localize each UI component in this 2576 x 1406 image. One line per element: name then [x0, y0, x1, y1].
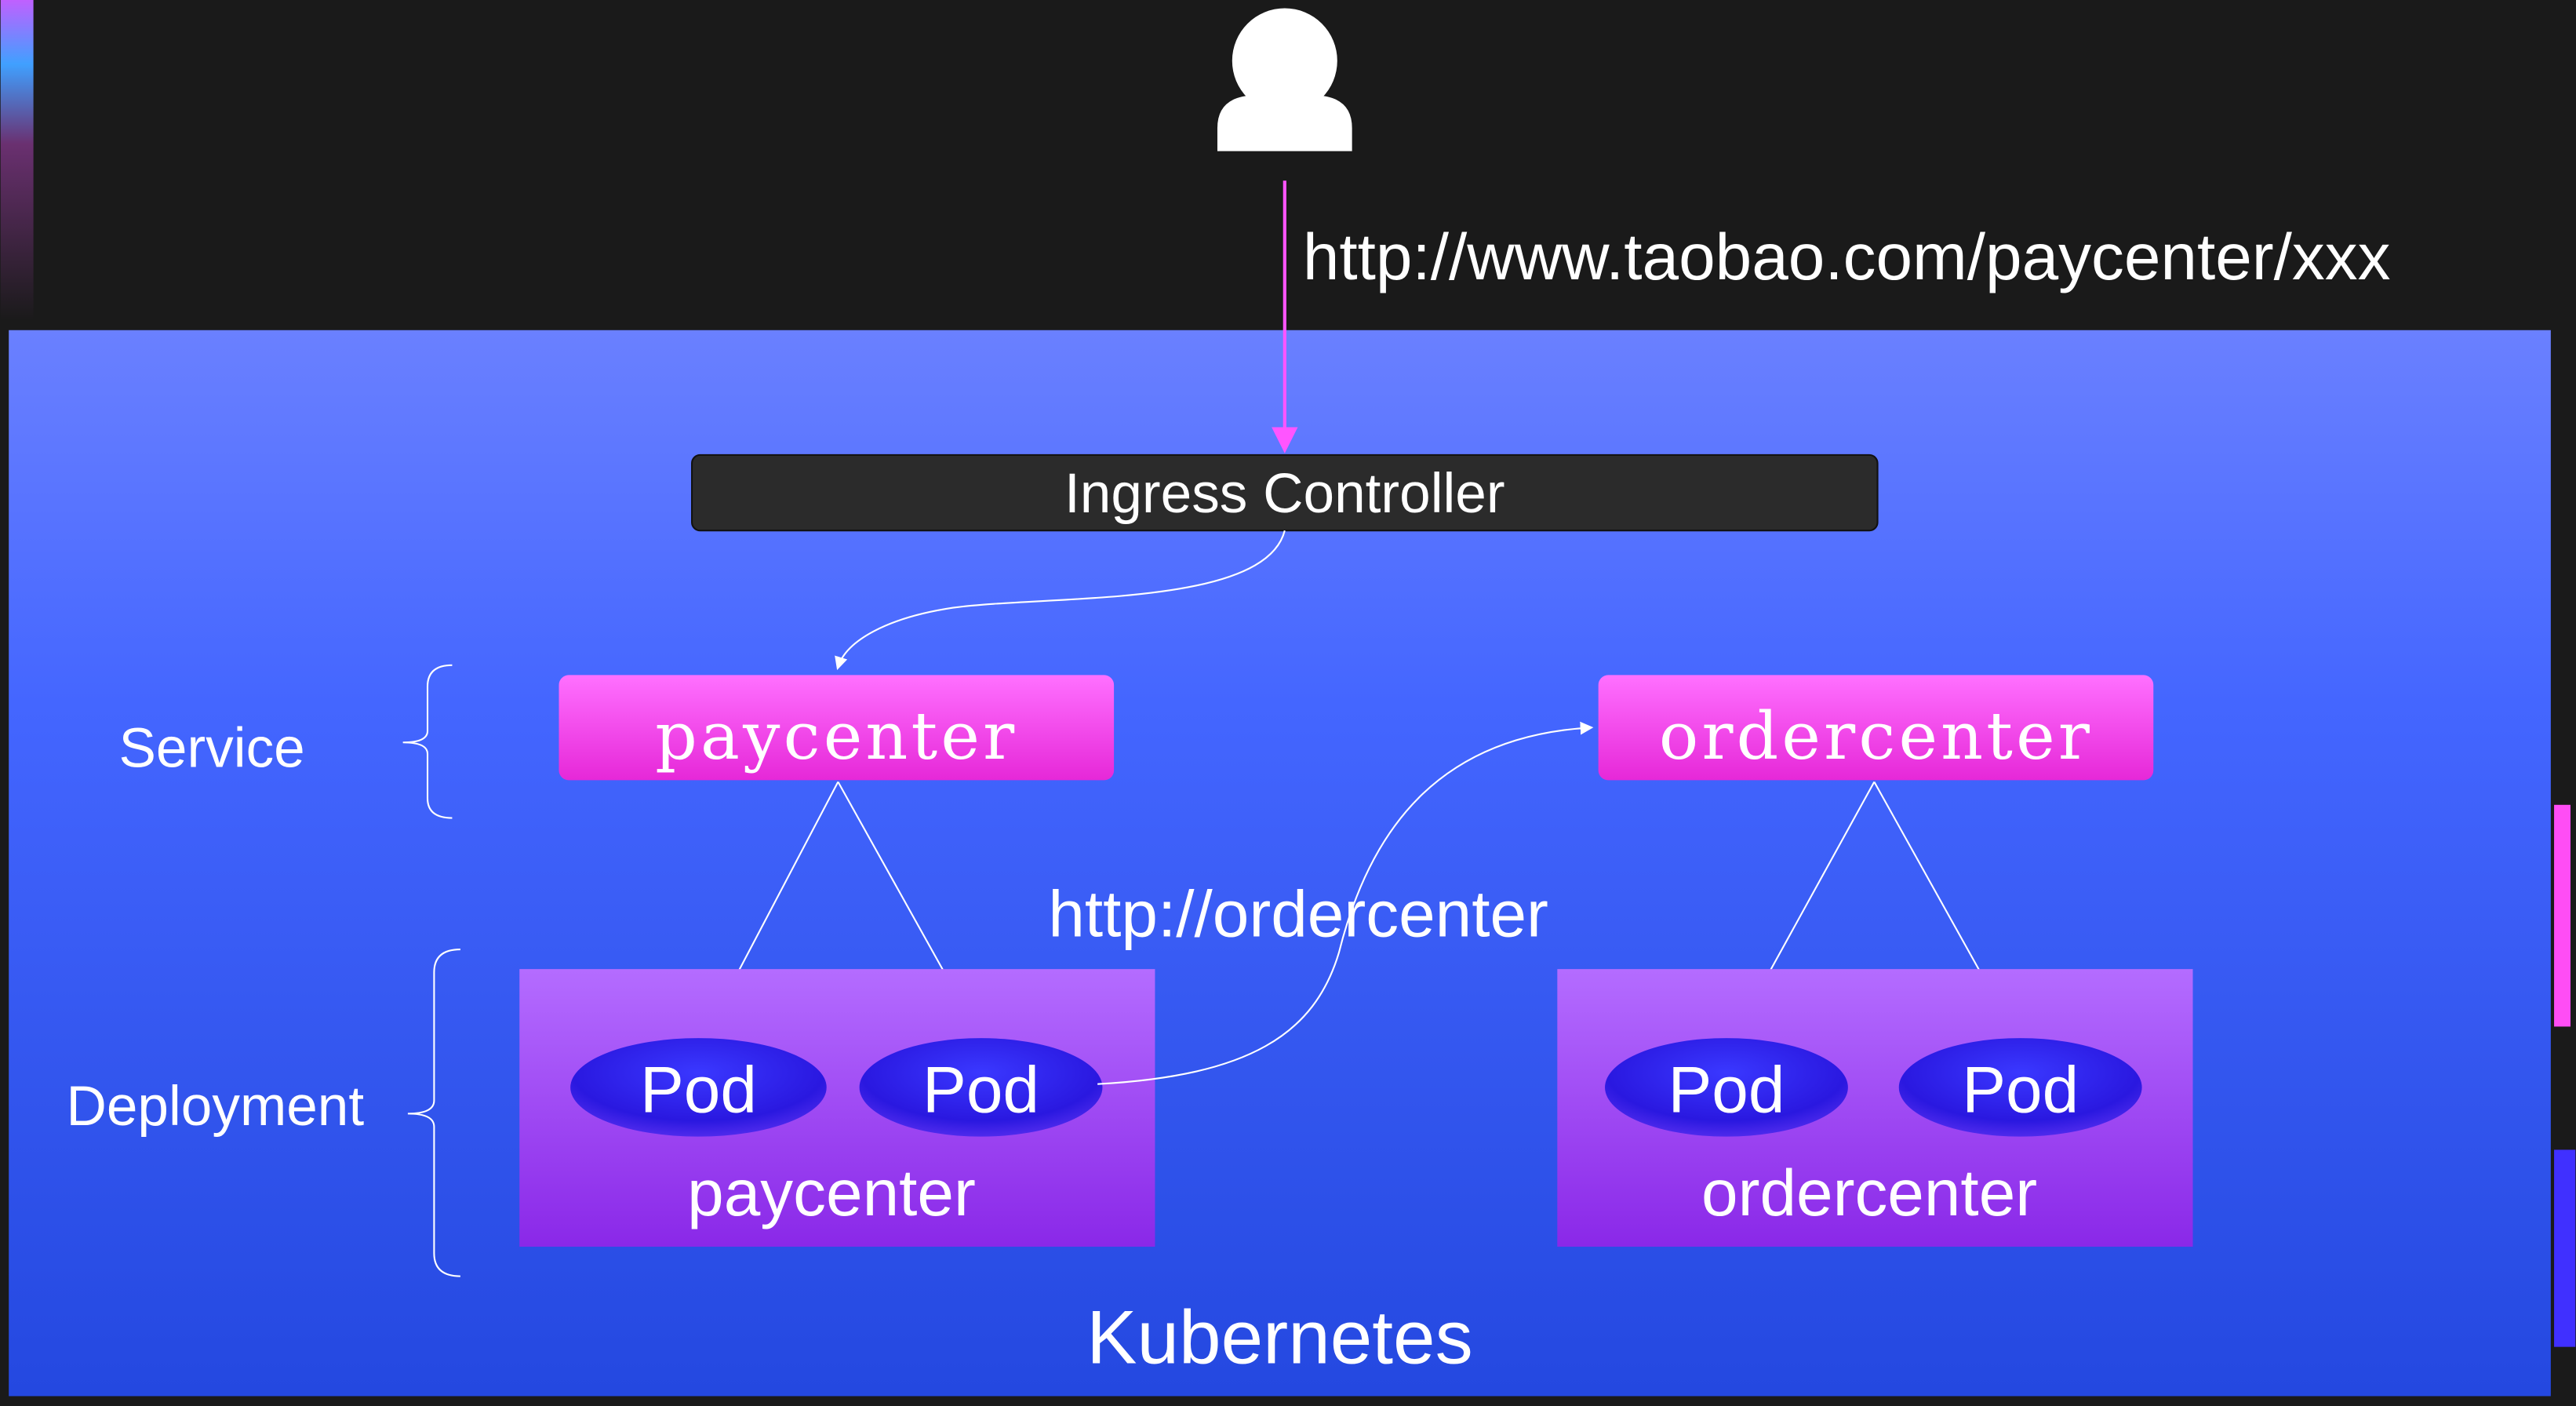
ingress-controller-label: Ingress Controller: [1064, 463, 1505, 525]
deployment-paycenter: Pod Pod paycenter: [519, 969, 1155, 1247]
user-icon: [1217, 8, 1352, 151]
deployment-bracket: [407, 948, 460, 1277]
deployment-label: Deployment: [66, 1076, 364, 1138]
deployment-name: ordercenter: [1701, 1156, 2037, 1229]
cluster-label: Kubernetes: [1086, 1296, 1472, 1380]
request-url: http://www.taobao.com/paycenter/xxx: [1303, 220, 2391, 293]
service-label: Service: [118, 718, 304, 780]
pod-label: Pod: [640, 1052, 757, 1126]
pod-label: Pod: [922, 1052, 1039, 1126]
service-bracket: [402, 664, 453, 819]
service-name: ordercenter: [1659, 698, 2093, 774]
ingress-to-paycenter-arrow: [835, 530, 1286, 670]
pod: [859, 1038, 1103, 1137]
ingress-controller: Ingress Controller: [691, 453, 1879, 532]
internal-url: http://ordercenter: [1048, 876, 1548, 950]
deployment-name: paycenter: [687, 1156, 976, 1229]
pod-to-ordercenter-arrow: [1097, 721, 1594, 1085]
decorative-strip-right: [2554, 804, 2571, 1027]
decorative-strip-left: [0, 0, 34, 321]
pod-label: Pod: [1668, 1052, 1785, 1126]
service-paycenter: paycenter: [558, 675, 1115, 781]
pod: [1898, 1038, 2142, 1137]
service-name: paycenter: [655, 698, 1017, 774]
service-ordercenter: ordercenter: [1598, 675, 2154, 781]
pod: [570, 1038, 827, 1137]
decorative-shape-right: [2554, 1149, 2576, 1347]
pod-label: Pod: [1962, 1052, 2079, 1126]
deployment-ordercenter: Pod Pod ordercenter: [1557, 969, 2193, 1247]
pod: [1605, 1038, 1848, 1137]
